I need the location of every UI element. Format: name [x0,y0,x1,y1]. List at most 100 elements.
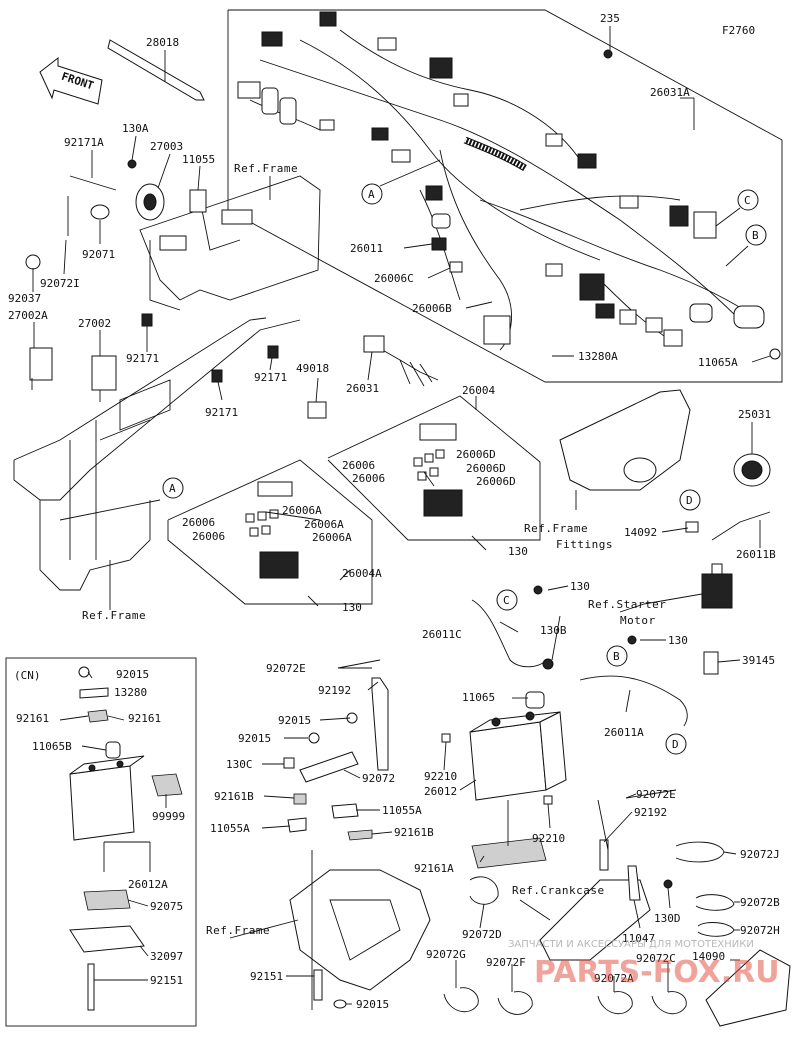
part-label-130b: 130B [540,624,567,637]
cn-label-32097: 32097 [150,950,183,963]
rod-28018 [107,39,205,101]
part-label-130d: 130D [654,912,681,925]
ref-frame-top: Ref.Frame [234,162,298,175]
nut-92210-2 [543,795,553,805]
leader-lines [31,26,771,1005]
clip-92171-3 [211,369,223,383]
ref-frame-left: Ref.Frame [82,609,146,622]
socket-25031 [733,453,771,487]
harness-connectors [237,11,781,360]
part-label-130-4: 130 [668,634,688,647]
watermark-tagline: ЗАПЧАСТИ И АКСЕССУАРЫ ДЛЯ МОТОТЕХНИКИ [508,939,754,950]
part-label-92072a: 92072A [594,972,634,985]
part-label-92210-1: 92210 [424,770,457,783]
cable-26011a [579,675,688,727]
band-92072j [675,841,725,863]
part-label-235: 235 [600,12,620,25]
grommet [90,204,110,220]
part-label-26006c: 26006C [374,272,414,285]
callout-a-1: A [361,183,383,205]
band-92072b [695,894,735,911]
part-label-92171-1: 92171 [126,352,159,365]
part-label-27002a: 27002A [8,309,48,322]
relay-27002 [91,355,117,391]
cable-26011b [711,511,771,541]
part-label-28018: 28018 [146,36,179,49]
part-label-92072e-2: 92072E [636,788,676,801]
clamp-92072a [597,991,633,1015]
nut-92015-1 [308,732,320,744]
screw-235 [603,49,613,59]
part-label-26004: 26004 [462,384,495,397]
horn-bracket [189,189,207,213]
cn-label-92151: 92151 [150,974,183,987]
part-label-26012: 26012 [424,785,457,798]
part-label-13280a: 13280A [578,350,618,363]
part-label-130c: 130C [226,758,253,771]
bolt-130-b [627,635,637,645]
main-wiring-harness [249,29,761,351]
frame-drawing-left [13,175,321,591]
bracket-11055a-2 [287,817,307,833]
clip-92171-2 [267,345,279,359]
frame-drawing-bottom [289,850,431,1010]
part-label-49018: 49018 [296,362,329,375]
bracket-11055a-1 [331,803,359,819]
band-92072e-2 [625,789,677,799]
tube-92192-1 [371,677,389,771]
part-label-130-3: 130 [570,580,590,593]
bolt-130a [127,159,137,169]
ref-starter-1: Ref.Starter [588,598,666,611]
part-label-26031: 26031 [346,382,379,395]
pad-92161a [471,837,547,869]
part-label-92171a: 92171A [64,136,104,149]
part-label-26031a: 26031A [650,86,690,99]
part-label-92072g: 92072G [426,948,466,961]
cap-14092 [685,521,699,533]
part-labels: 28018 235 26031A 92171A 130A 27003 11055… [8,12,780,1011]
svg-text:A: A [368,188,375,201]
part-label-11065a: 11065A [698,356,738,369]
cn-label-13280: 13280 [114,686,147,699]
part-label-26006a-2: 26006A [304,518,344,531]
cover-39145 [703,651,719,675]
part-label-92015-2: 92015 [238,732,271,745]
fuse-box-group-outline [327,395,541,541]
ref-frame-bottom: Ref.Frame [206,924,270,937]
cap-11065 [525,691,545,709]
fuse-box-a-group-outline [167,459,373,605]
part-label-92072d: 92072D [462,928,502,941]
relay-27002a [29,347,53,381]
part-label-11065: 11065 [462,691,495,704]
svg-text:B: B [613,650,620,663]
part-label-92171-3: 92171 [205,406,238,419]
svg-text:B: B [752,229,759,242]
part-label-26006d-3: 26006D [476,475,516,488]
callout-b-1: B [745,224,767,246]
part-label-130a: 130A [122,122,149,135]
svg-text:C: C [744,194,751,207]
part-label-27003: 27003 [150,140,183,153]
ref-frame-fittings-1: Ref.Frame [524,522,588,535]
part-label-11055a-2: 11055A [210,822,250,835]
bolt-130b [542,658,554,670]
clamp-92072f [497,991,533,1015]
cn-label-92161-1: 92161 [16,712,49,725]
part-label-92037: 92037 [8,292,41,305]
part-label-14090: 14090 [692,950,725,963]
part-label-92072e-1: 92072E [266,662,306,675]
clamp-92072d [469,876,499,905]
part-label-26006d-1: 26006D [456,448,496,461]
part-label-26006-3: 26006 [182,516,215,529]
part-label-92072c: 92072C [636,952,676,965]
cn-label-11065b: 11065B [32,740,72,753]
part-label-26006-4: 26006 [192,530,225,543]
part-label-26004a: 26004A [342,567,382,580]
cn-battery-parts [69,666,183,1011]
part-label-92015-3: 92015 [356,998,389,1011]
cn-variant-box [5,657,197,1027]
clamp-92072c [651,991,687,1015]
part-label-14092: 14092 [624,526,657,539]
sub-harness-26031 [363,335,439,387]
cover-14090 [705,949,791,1027]
